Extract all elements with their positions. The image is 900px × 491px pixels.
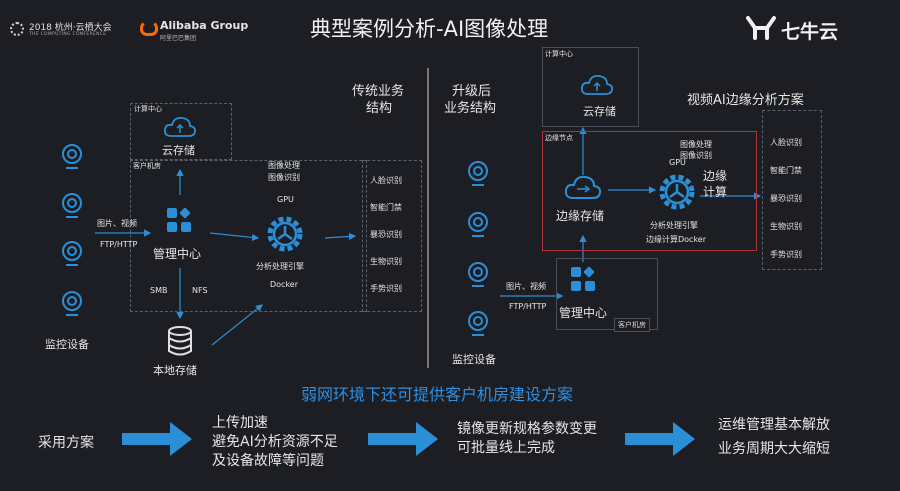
brand-logo: 七牛云	[745, 14, 865, 44]
edge-storage-label: 边缘存储	[556, 209, 605, 223]
left-smb-label: SMB	[150, 286, 168, 295]
right-section-title-1: 升级后	[452, 84, 492, 99]
result-item: 手势识别	[370, 284, 402, 293]
flow-arrow-icon	[625, 420, 697, 458]
left-nfs-label: NFS	[192, 286, 208, 295]
database-icon	[166, 326, 194, 356]
right-engine-label: 分析处理引擎	[650, 221, 698, 230]
left-results-box	[362, 160, 422, 312]
left-management-center-label: 管理中心	[153, 247, 202, 261]
flow-arrow-icon	[368, 420, 440, 458]
bottom-banner: 弱网环境下还可提供客户机房建设方案	[301, 385, 574, 404]
conference-subtitle: THE COMPUTING CONFERENCE	[29, 32, 107, 37]
left-cloud-storage-label: 云存储	[162, 144, 195, 157]
result-item: 人脸识别	[370, 176, 402, 185]
alibaba-logo-icon	[140, 20, 158, 36]
left-customer-room-box	[130, 160, 367, 312]
result-item: 生物识别	[770, 222, 802, 231]
conference-name: 2018 杭州·云栖大会	[29, 23, 112, 33]
right-compute-center-box	[542, 47, 639, 127]
gear-icon	[655, 170, 699, 214]
result-item: 生物识别	[370, 257, 402, 266]
conference-logo: 2018 杭州·云栖大会 THE COMPUTING CONFERENCE	[10, 20, 135, 42]
cloud-icon	[162, 115, 198, 139]
gear-icon	[263, 212, 307, 256]
result-item: 智能门禁	[770, 166, 802, 175]
right-cloud-storage-label: 云存储	[583, 105, 616, 118]
left-local-storage-label: 本地存储	[153, 364, 197, 377]
alibaba-logo-text: Alibaba Group	[160, 19, 249, 32]
left-compute-center-box	[130, 103, 232, 160]
right-image-recognition: 图像识别	[680, 151, 712, 160]
flow-step-2-line3: 及设备故障等问题	[212, 453, 324, 469]
flow-step-4-line1: 运维管理基本解放	[718, 417, 830, 433]
camera-icon	[60, 240, 84, 266]
apps-icon	[166, 207, 192, 233]
left-image-processing: 图像处理	[268, 161, 300, 170]
brand-name: 七牛云	[781, 21, 839, 43]
right-image-processing: 图像处理	[680, 140, 712, 149]
result-item: 人脸识别	[770, 138, 802, 147]
alibaba-logo-subtext: 阿里巴巴集团	[160, 35, 197, 42]
left-customer-room-tag: 客户机房	[133, 162, 161, 170]
right-gpu-label: GPU	[669, 158, 686, 167]
result-item: 智能门禁	[370, 203, 402, 212]
right-customer-room-tag: 客户机房	[614, 318, 650, 332]
qiniu-logo-icon	[746, 16, 776, 40]
edge-compute-label: 边缘计算	[703, 169, 728, 199]
edge-docker-label: 边缘计算Docker	[646, 235, 707, 244]
left-compute-center-tag: 计算中心	[134, 105, 162, 113]
edge-node-tag: 边缘节点	[545, 134, 573, 142]
left-engine-label: 分析处理引擎	[256, 262, 304, 271]
page-title: 典型案例分析-AI图像处理	[310, 17, 549, 41]
flow-step-2-line1: 上传加速	[212, 415, 268, 431]
right-protocol-label: FTP/HTTP	[509, 302, 547, 311]
right-section-title-2: 业务结构	[444, 101, 497, 116]
right-monitoring-label: 监控设备	[452, 353, 496, 366]
right-results-box	[762, 110, 822, 270]
right-management-center-label: 管理中心	[559, 306, 608, 320]
right-scheme-title: 视频AI边缘分析方案	[687, 93, 804, 108]
alibaba-logo: Alibaba Group 阿里巴巴集团	[140, 17, 250, 43]
left-input-label: 图片、视频	[97, 219, 137, 228]
apps-icon	[570, 266, 596, 292]
camera-icon	[60, 192, 84, 218]
camera-icon	[60, 290, 84, 316]
camera-icon	[466, 310, 490, 336]
result-item: 手势识别	[770, 250, 802, 259]
flow-step-3-line1: 镜像更新规格参数变更	[457, 421, 597, 437]
edge-cloud-icon	[563, 174, 603, 202]
left-section-title-2: 结构	[366, 101, 393, 116]
flow-step-1: 采用方案	[38, 435, 94, 451]
camera-icon	[466, 261, 490, 287]
camera-icon	[60, 143, 84, 169]
flow-step-2-line2: 避免AI分析资源不足	[212, 434, 338, 450]
camera-icon	[466, 160, 490, 186]
right-input-label: 图片、视频	[506, 282, 546, 291]
left-gpu-label: GPU	[277, 195, 294, 204]
left-monitoring-label: 监控设备	[45, 338, 89, 351]
left-docker-label: Docker	[270, 280, 299, 289]
left-image-recognition: 图像识别	[268, 173, 300, 182]
cloud-icon	[579, 73, 615, 97]
result-item: 暴恐识别	[370, 230, 402, 239]
flow-step-3-line2: 可批量线上完成	[457, 440, 555, 456]
conference-logo-icon	[10, 22, 24, 36]
result-item: 暴恐识别	[770, 194, 802, 203]
right-customer-room-box	[556, 258, 658, 330]
camera-icon	[466, 211, 490, 237]
flow-arrow-icon	[122, 420, 194, 458]
edge-node-box	[542, 131, 757, 251]
left-protocol-label: FTP/HTTP	[100, 240, 138, 249]
right-compute-center-tag: 计算中心	[545, 50, 573, 58]
flow-step-4-line2: 业务周期大大缩短	[718, 441, 830, 457]
left-section-title-1: 传统业务	[352, 84, 405, 99]
